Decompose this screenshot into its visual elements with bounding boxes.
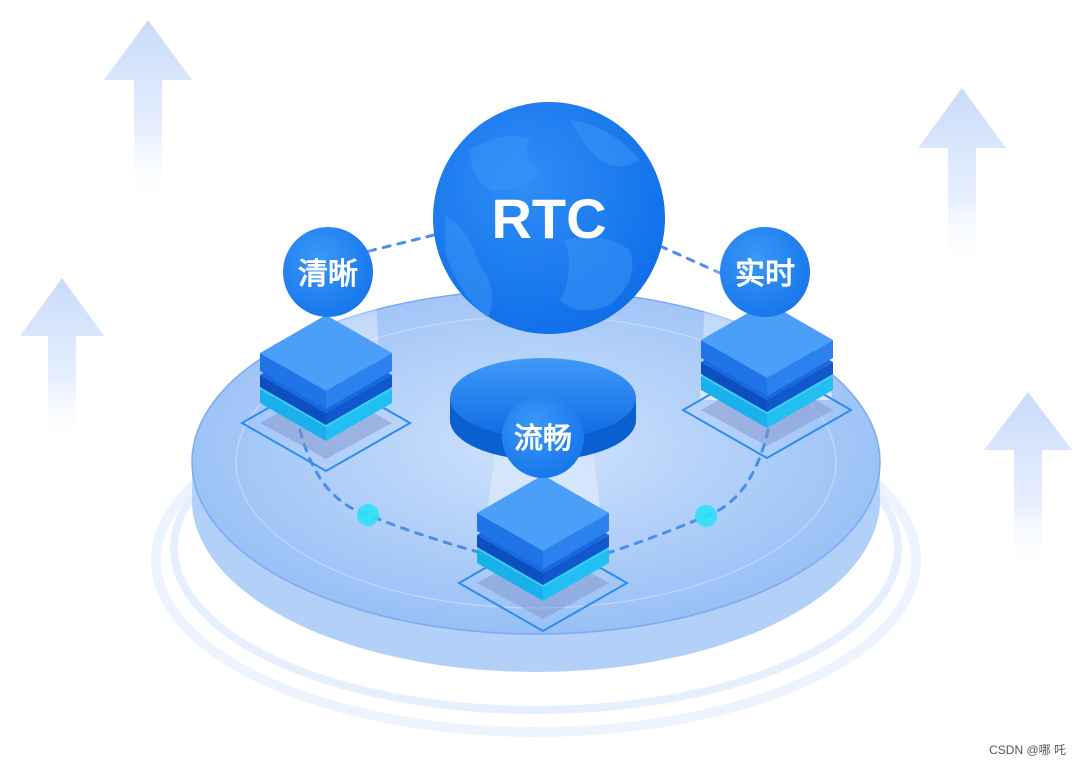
- badge-realtime-label: 实时: [735, 257, 795, 292]
- badge-smooth: 流畅: [502, 396, 584, 478]
- server-stack-left: [239, 315, 413, 473]
- badge-clear: 清晰: [283, 227, 373, 317]
- arrow-up-icon-1: [104, 20, 192, 205]
- server-stack-middle: [456, 475, 630, 633]
- arrow-up-icon-3: [918, 88, 1006, 270]
- server-stack-right: [680, 302, 854, 460]
- connection-dot-right: [695, 505, 717, 527]
- connection-dot-left: [357, 504, 379, 526]
- badge-realtime: 实时: [720, 227, 810, 317]
- watermark: CSDN @哪 吒: [989, 743, 1066, 757]
- rtc-globe: RTC: [433, 102, 665, 334]
- rtc-label: RTC: [491, 187, 606, 250]
- badge-smooth-label: 流畅: [514, 421, 572, 455]
- badge-clear-label: 清晰: [298, 257, 358, 292]
- arrow-up-icon-4: [984, 392, 1072, 575]
- arrow-up-icon-2: [20, 278, 104, 445]
